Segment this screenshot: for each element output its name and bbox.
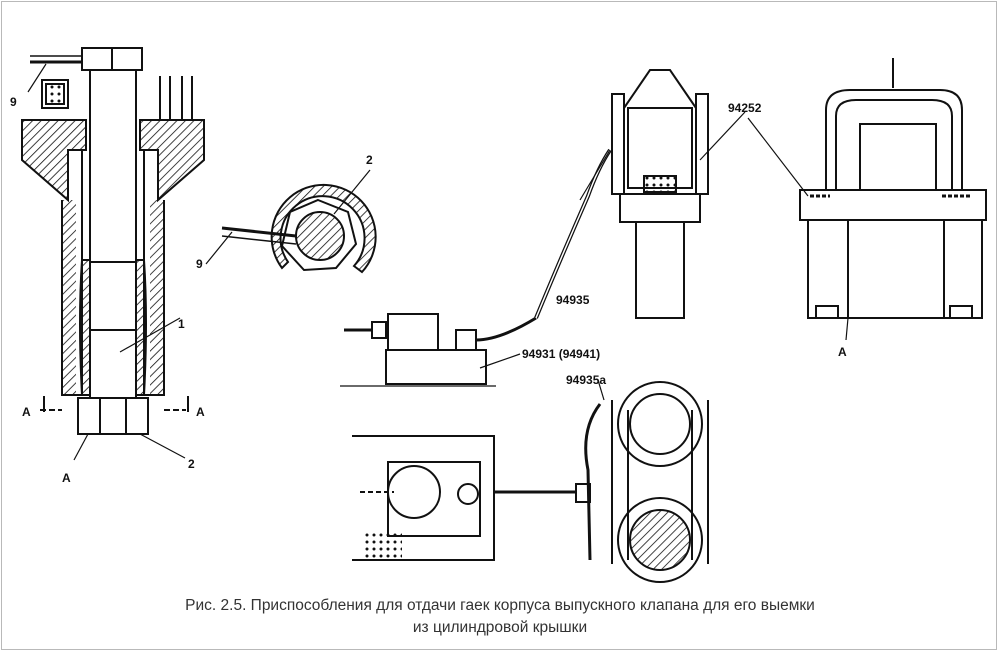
label-a-assembly: A bbox=[838, 345, 847, 359]
hydraulic-cylinder-tool bbox=[579, 69, 746, 319]
label-1: 1 bbox=[178, 317, 185, 331]
label-2-bottom: 2 bbox=[188, 457, 195, 471]
caption-line-2: из цилиндровой крышки bbox=[412, 619, 588, 636]
assembly-view bbox=[747, 58, 987, 341]
label-a-bottom: A bbox=[62, 471, 71, 485]
plan-view-setup bbox=[352, 379, 709, 583]
label-94931: 94931 (94941) bbox=[522, 347, 600, 361]
figure-caption: Рис. 2.5. Приспособления для отдачи гаек… bbox=[0, 595, 1000, 639]
label-9-mid: 9 bbox=[196, 257, 203, 271]
label-9-top: 9 bbox=[10, 95, 17, 109]
valve-body-section bbox=[21, 47, 205, 461]
hydraulic-pump-unit bbox=[340, 313, 537, 387]
label-94252: 94252 bbox=[728, 101, 762, 115]
label-a-left: A bbox=[22, 405, 31, 419]
label-a-right: A bbox=[196, 405, 205, 419]
label-2-mid: 2 bbox=[366, 153, 373, 167]
label-94935: 94935 bbox=[556, 293, 590, 307]
caption-line-1: Рис. 2.5. Приспособления для отдачи гаек… bbox=[185, 597, 815, 614]
ring-wrench-view bbox=[205, 169, 377, 274]
label-94935a: 94935a bbox=[566, 373, 606, 387]
technical-drawing: 9 9 2 2 1 A A A A 94252 94935 94931 (949… bbox=[10, 47, 987, 583]
